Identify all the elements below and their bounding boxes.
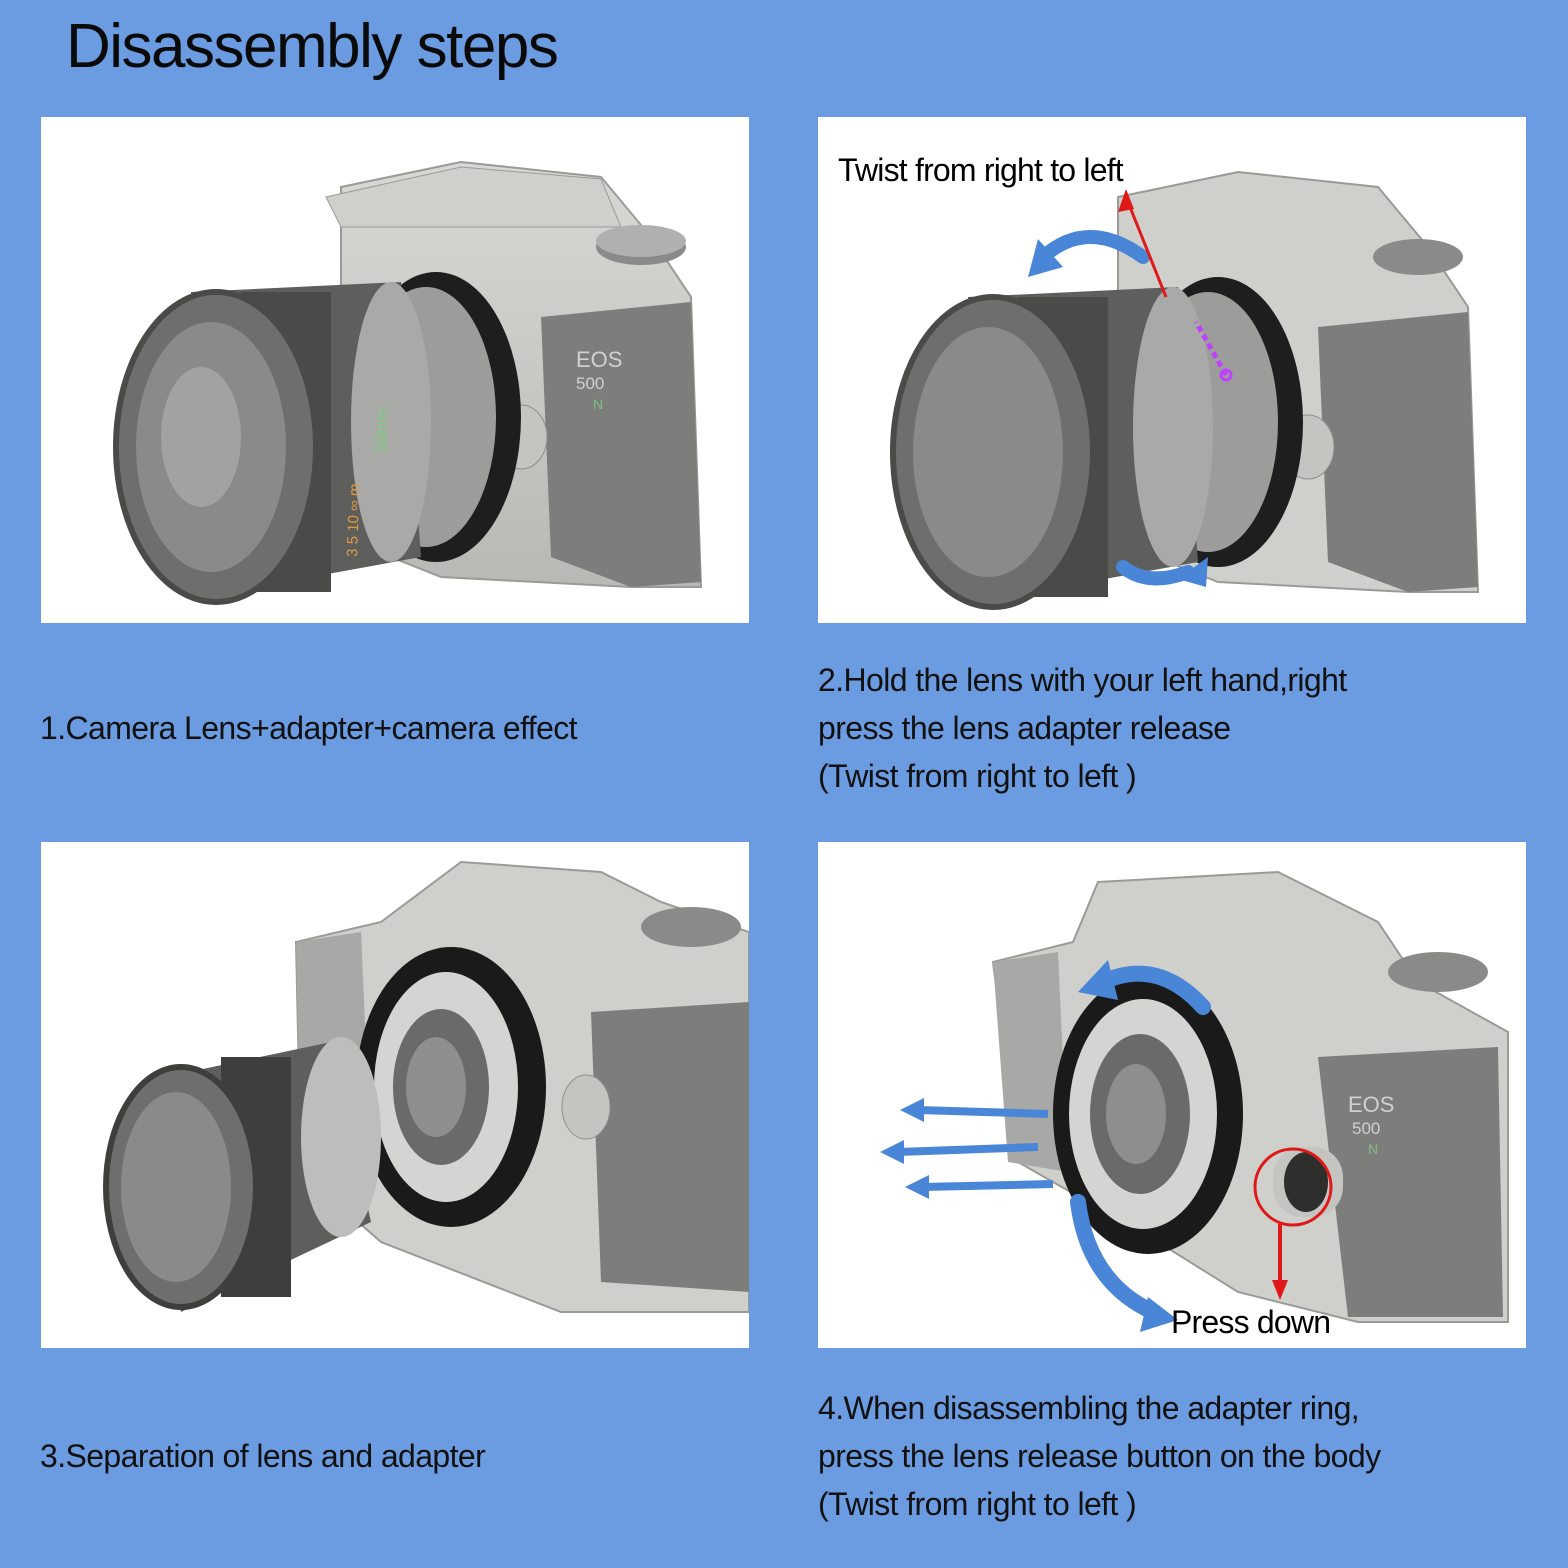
lens [103, 1037, 381, 1312]
camera-model-text: 500 [1352, 1119, 1380, 1138]
caption-line: (Twist from right to left ) [818, 1486, 1137, 1522]
release-button-highlight-icon [1253, 1147, 1333, 1227]
step-1-photo: EOS 500 N 50mm 3 5 10 ∞ m [41, 117, 749, 623]
step-3-photo [41, 842, 749, 1348]
camera-model-text: 500 [576, 374, 604, 393]
lens-focal-text: 50mm [373, 407, 392, 452]
camera-brand-text: EOS [576, 347, 622, 372]
rotate-arrow-bottom-icon [1070, 1194, 1161, 1320]
camera-brand-text: EOS [1348, 1092, 1394, 1117]
rotate-arrowhead-bottom-icon [1140, 1297, 1178, 1332]
step-3-caption: 3.Separation of lens and adapter [40, 1432, 486, 1480]
step-4-caption: 4.When disassembling the adapter ring, p… [818, 1384, 1381, 1528]
press-annotation: Press down [1171, 1304, 1331, 1340]
caption-line: 1.Camera Lens+adapter+camera effect [40, 710, 578, 746]
release-mark-icon [1193, 320, 1229, 377]
twist-arrow-top-icon [1036, 230, 1150, 264]
pull-arrows-icon [880, 1098, 1054, 1199]
rotate-arrowhead-top-icon [1078, 960, 1118, 1000]
page-title: Disassembly steps [66, 12, 559, 81]
adapter-ring [356, 947, 546, 1227]
release-dot-icon [1219, 368, 1233, 382]
pointer-arrowhead-icon [1118, 189, 1134, 212]
lens [890, 287, 1213, 610]
step-1-caption: 1.Camera Lens+adapter+camera effect [40, 704, 578, 752]
step-2-photo [818, 117, 1526, 623]
rotate-arrow-top-icon [1095, 965, 1211, 1015]
camera-sub-text: N [593, 396, 603, 412]
twist-arrowhead-top-icon [1028, 239, 1063, 277]
step-2-caption: 2.Hold the lens with your left hand,righ… [818, 656, 1347, 800]
camera-sub-text: N [1368, 1141, 1378, 1157]
caption-line: press the lens release button on the bod… [818, 1438, 1381, 1474]
lens: 50mm 3 5 10 ∞ m [113, 282, 431, 605]
caption-line: 2.Hold the lens with your left hand,righ… [818, 662, 1347, 698]
caption-line: 4.When disassembling the adapter ring, [818, 1390, 1360, 1426]
caption-line: 3.Separation of lens and adapter [40, 1438, 486, 1474]
twist-arrow-bottom-icon [1116, 560, 1195, 586]
adapter-ring [1053, 974, 1243, 1254]
caption-line: press the lens adapter release [818, 710, 1231, 746]
caption-line: (Twist from right to left ) [818, 758, 1137, 794]
pointer-line-icon [1124, 196, 1168, 298]
press-pointer-arrowhead-icon [1272, 1280, 1288, 1300]
twist-annotation: Twist from right to left [838, 152, 1124, 188]
step-4-photo: EOS 500 N [818, 842, 1526, 1348]
twist-arrowhead-bottom-icon [1178, 557, 1208, 587]
lens-distance-text: 3 5 10 ∞ m [344, 483, 364, 557]
